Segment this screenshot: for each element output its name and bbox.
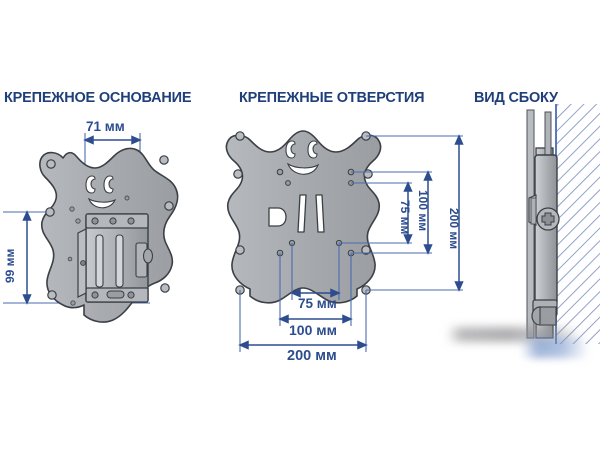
arrow-100-vertical — [423, 170, 433, 255]
dimension-ext-lines-horizontal — [239, 243, 367, 352]
adjustment-screw — [536, 207, 560, 231]
arrow-200-horizontal — [238, 340, 368, 350]
vesa-hole-tl-100 — [276, 168, 284, 176]
bracket-base-holes — [45, 155, 174, 300]
tilt-knob — [142, 248, 154, 264]
center-slot-left — [297, 194, 307, 233]
bracket-base-small-holes — [67, 195, 130, 306]
arrow-200-vertical — [454, 134, 464, 292]
dimension-arrows-horizontal — [238, 288, 368, 350]
panel-mounting-base — [3, 133, 179, 323]
dimension-ext-lines-vertical — [339, 135, 463, 291]
arrow-100-horizontal — [278, 314, 353, 324]
tilt-pivot-left — [80, 260, 86, 266]
center-slot-right — [315, 194, 325, 233]
face-decoration-base — [85, 175, 117, 209]
d-shaped-hole — [268, 207, 287, 227]
face-decoration-holes — [285, 140, 320, 175]
panel-side-view — [526, 104, 600, 344]
panel-mounting-holes — [225, 130, 464, 352]
vesa-hole-tl-75 — [285, 180, 291, 186]
tilt-plate-top-strip — [85, 213, 149, 229]
tilt-slot-left — [95, 234, 104, 288]
tilt-plate-slot-bottom — [106, 290, 125, 299]
tilt-plate-assembly — [77, 213, 154, 303]
tilt-arm-stub — [530, 197, 537, 225]
wall-hatching — [556, 104, 600, 344]
upper-arm-profile — [544, 111, 552, 157]
dimension-arrow-99 — [22, 210, 32, 305]
dimension-arrows-vertical — [403, 134, 464, 292]
tilt-slot-right — [115, 234, 124, 288]
arrow-75-horizontal — [290, 288, 341, 298]
dimension-arrow-71 — [83, 135, 142, 145]
lower-lock-bar — [539, 306, 557, 326]
arrow-75-vertical — [403, 181, 413, 245]
